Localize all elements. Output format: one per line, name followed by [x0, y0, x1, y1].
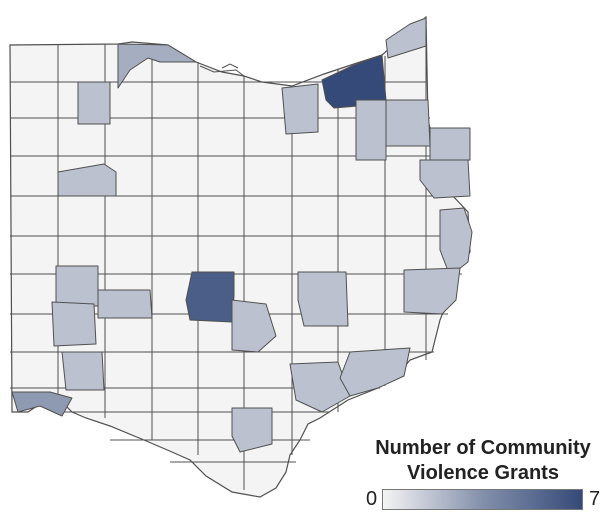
- legend-title-line1: Number of Community: [375, 437, 591, 459]
- county-jefferson: [439, 207, 473, 277]
- county-lucas: [117, 43, 197, 89]
- legend-min-label: 0: [366, 488, 378, 510]
- county-franklin: [185, 271, 235, 323]
- county-athens: [289, 361, 351, 413]
- county-montgomery: [51, 301, 97, 347]
- county-muskingum: [297, 271, 349, 327]
- county-summit: [355, 99, 387, 161]
- county-belmont: [403, 267, 461, 315]
- county-clark: [97, 289, 153, 319]
- county-henry: [77, 81, 111, 125]
- legend-max-label: 7: [589, 488, 601, 510]
- county-erie: [281, 83, 319, 135]
- county-lake: [385, 17, 427, 59]
- county-warren: [61, 351, 105, 391]
- county-scioto: [231, 407, 273, 453]
- legend-title: Number of Community Violence Grants: [358, 436, 608, 486]
- county-trumbull: [429, 127, 471, 161]
- legend-color-scale: [382, 489, 583, 510]
- county-darke: [55, 265, 99, 307]
- county-hamilton: [11, 391, 73, 417]
- legend-title-line2: Violence Grants: [407, 462, 559, 484]
- county-allen: [57, 163, 117, 197]
- lake-erie-shoreline: [199, 63, 245, 77]
- county-portage: [385, 99, 431, 147]
- county-fills: [11, 17, 473, 453]
- county-washington: [339, 347, 411, 397]
- county-fairfield: [231, 299, 277, 353]
